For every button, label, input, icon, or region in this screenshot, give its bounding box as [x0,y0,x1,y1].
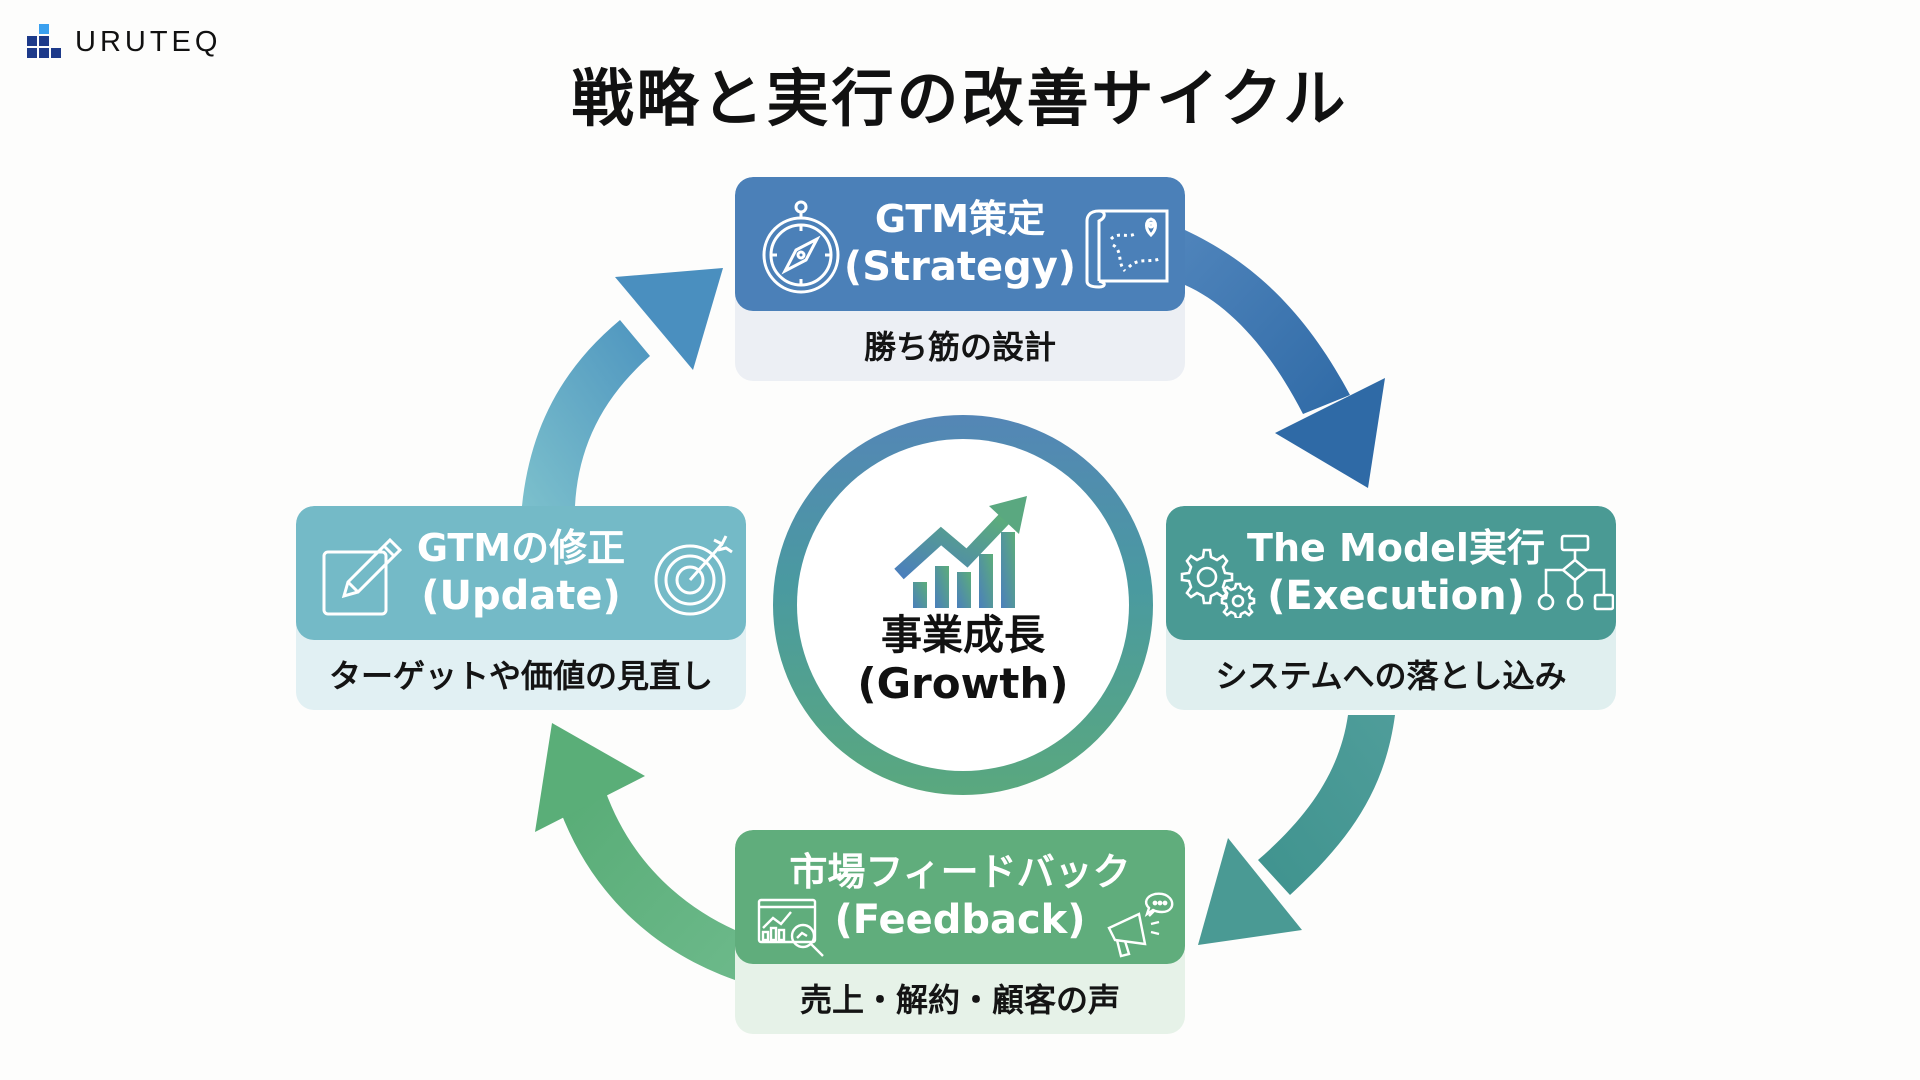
step-subtitle: (Strategy) [843,243,1077,290]
step-title: 市場フィードバック [789,850,1131,895]
step-header: The Model実行 (Execution) [1166,506,1616,640]
step-description: システムへの落とし込み [1215,657,1567,695]
gears-icon [1178,544,1258,618]
arrow-update-to-strategy [522,268,723,506]
growth-chart-icon [894,496,1027,609]
flowchart-icon [1536,534,1614,616]
step-subtitle: (Execution) [1267,572,1525,619]
page-title: 戦略と実行の改善サイクル [571,62,1349,135]
stacked-blocks-logo-icon [27,24,61,58]
step-card-update: GTMの修正 (Update) ターゲットや価値の見直し [296,506,746,710]
step-description: ターゲットや価値の見直し [328,657,713,695]
brand-logo: URUTEQ [27,24,221,60]
map-icon [1083,205,1171,289]
step-header: 市場フィードバック (Feedback) [735,830,1185,964]
analytics-magnifier-icon [757,898,831,960]
step-title: GTMの修正 [416,526,626,571]
step-header: GTMの修正 (Update) [296,506,746,640]
edit-icon [320,534,404,618]
target-icon [652,530,736,618]
step-title: GTM策定 [874,197,1046,242]
brand-name: URUTEQ [75,25,222,58]
step-title: The Model実行 [1247,526,1545,571]
arrow-execution-to-feedback [1198,715,1395,945]
step-card-execution: The Model実行 (Execution) システムへの落とし込み [1166,506,1616,710]
step-subtitle: (Update) [421,572,621,619]
arrow-feedback-to-update [535,723,735,980]
growth-title: 事業成長 [881,611,1045,660]
step-card-feedback: 市場フィードバック (Feedback) 売上・解約・顧客の声 [735,830,1185,1034]
step-card-strategy: GTM策定 (Strategy) 勝ち筋の設計 [735,177,1185,381]
megaphone-icon [1105,890,1177,962]
growth-subtitle: (Growth) [857,659,1069,709]
step-description: 勝ち筋の設計 [863,328,1056,366]
step-subtitle: (Feedback) [834,896,1086,943]
growth-ring: 事業成長 (Growth) [773,415,1153,795]
step-description: 売上・解約・顧客の声 [799,981,1120,1019]
step-header: GTM策定 (Strategy) [735,177,1185,311]
arrow-strategy-to-execution [1185,230,1385,488]
compass-icon [759,199,843,295]
